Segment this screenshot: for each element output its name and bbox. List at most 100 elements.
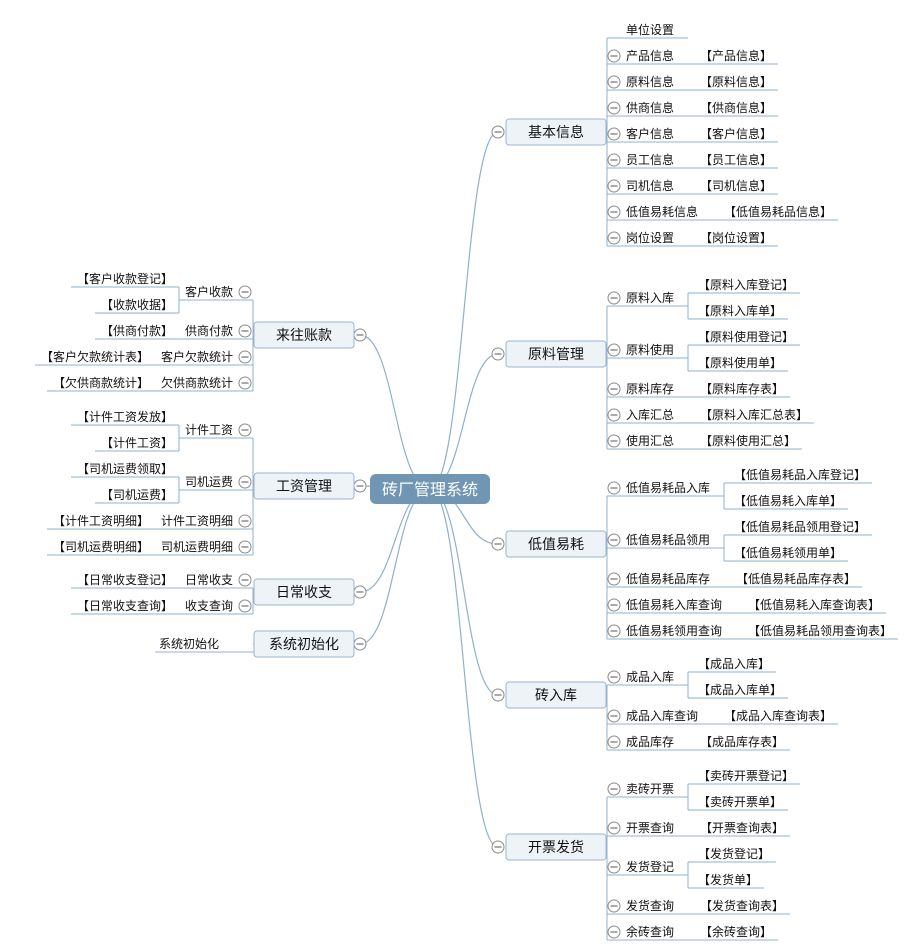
sub-item[interactable]: 司机运费 (185, 475, 233, 489)
sub-item[interactable]: 日常收支 (185, 573, 233, 587)
sub-item[interactable]: 发货查询 (626, 898, 674, 913)
leaf-item[interactable]: 【供商付款】 (101, 323, 173, 338)
leaf-item[interactable]: 【低值易耗品领用查询表】 (748, 623, 892, 638)
collapse-sub-icon[interactable] (238, 573, 252, 587)
collapse-sub-icon[interactable] (238, 475, 252, 489)
leaf-item[interactable]: 【余砖查询】 (700, 924, 772, 939)
leaf-item[interactable]: 【欠供商款统计】 (53, 375, 149, 390)
leaf-item[interactable]: 【岗位设置】 (700, 230, 772, 245)
sub-item[interactable]: 卖砖开票 (626, 781, 674, 796)
collapse-sub-icon[interactable] (607, 434, 621, 448)
leaf-item[interactable]: 【发货单】 (698, 872, 758, 887)
collapse-left-2-icon[interactable] (353, 585, 367, 599)
collapse-2-icon[interactable] (491, 537, 505, 551)
sub-item[interactable]: 原料入库 (626, 290, 674, 305)
leaf-item[interactable]: 【司机运费】 (101, 488, 173, 502)
leaf-item[interactable]: 【原料使用汇总】 (700, 433, 796, 448)
collapse-sub-icon[interactable] (607, 153, 621, 167)
leaf-item[interactable]: 【客户收款登记】 (77, 271, 173, 286)
collapse-sub-icon[interactable] (607, 860, 621, 874)
collapse-left-3-icon[interactable] (353, 637, 367, 651)
collapse-sub-icon[interactable] (607, 624, 621, 638)
leaf-item[interactable]: 【计件工资】 (101, 436, 173, 450)
collapse-left-0-icon[interactable] (353, 328, 367, 342)
leaf-item[interactable]: 【低值易耗入库单】 (734, 493, 842, 508)
sub-item[interactable]: 欠供商款统计 (161, 375, 233, 390)
collapse-sub-icon[interactable] (607, 343, 621, 357)
sub-item[interactable]: 产品信息 (626, 48, 674, 63)
collapse-sub-icon[interactable] (607, 925, 621, 939)
collapse-sub-icon[interactable] (607, 231, 621, 245)
leaf-item[interactable]: 【收款收据】 (101, 298, 173, 312)
sub-item[interactable]: 计件工资 (185, 423, 233, 437)
collapse-sub-icon[interactable] (607, 821, 621, 835)
leaf-item[interactable]: 【日常收支登记】 (77, 572, 173, 587)
collapse-sub-icon[interactable] (238, 324, 252, 338)
sub-item[interactable]: 司机信息 (626, 178, 674, 193)
leaf-item[interactable]: 【低值易耗品信息】 (724, 204, 832, 219)
leaf-item[interactable]: 【计件工资明细】 (53, 514, 149, 528)
collapse-sub-icon[interactable] (607, 408, 621, 422)
leaf-item[interactable]: 【发货查询表】 (700, 898, 784, 913)
collapse-sub-icon[interactable] (607, 709, 621, 723)
collapse-sub-icon[interactable] (607, 481, 621, 495)
leaf-item[interactable]: 【原料入库汇总表】 (700, 407, 808, 422)
sub-item[interactable]: 客户信息 (626, 126, 674, 141)
leaf-item[interactable]: 【原料库存表】 (700, 381, 784, 396)
leaf-item[interactable]: 【低值易耗品领用登记】 (734, 519, 866, 534)
collapse-sub-icon[interactable] (607, 598, 621, 612)
leaf-item[interactable]: 【客户信息】 (700, 126, 772, 141)
collapse-sub-icon[interactable] (607, 101, 621, 115)
collapse-3-icon[interactable] (491, 688, 505, 702)
sub-item[interactable]: 客户欠款统计 (161, 349, 233, 364)
collapse-sub-icon[interactable] (238, 540, 252, 554)
sub-item[interactable]: 系统初始化 (159, 637, 219, 651)
sub-item[interactable]: 单位设置 (626, 22, 674, 37)
leaf-item[interactable]: 【成品入库查询表】 (724, 708, 832, 723)
collapse-sub-icon[interactable] (607, 205, 621, 219)
leaf-item[interactable]: 【原料入库单】 (698, 303, 782, 318)
collapse-sub-icon[interactable] (238, 285, 252, 299)
sub-item[interactable]: 员工信息 (626, 152, 674, 167)
leaf-item[interactable]: 【原料使用单】 (698, 355, 782, 370)
collapse-sub-icon[interactable] (607, 179, 621, 193)
collapse-sub-icon[interactable] (238, 350, 252, 364)
sub-item[interactable]: 司机运费明细 (161, 540, 233, 554)
branch-0[interactable]: 基本信息 (505, 118, 607, 146)
collapse-sub-icon[interactable] (238, 376, 252, 390)
collapse-4-icon[interactable] (491, 840, 505, 854)
sub-item[interactable]: 低值易耗信息 (626, 204, 698, 219)
sub-item[interactable]: 低值易耗领用查询 (626, 623, 722, 638)
leaf-item[interactable]: 【低值易耗品库存表】 (736, 571, 856, 586)
sub-item[interactable]: 原料使用 (626, 342, 674, 357)
sub-item[interactable]: 成品入库查询 (626, 708, 698, 723)
leaf-item[interactable]: 【供商信息】 (700, 100, 772, 115)
collapse-sub-icon[interactable] (607, 782, 621, 796)
sub-item[interactable]: 低值易耗品库存 (626, 571, 710, 586)
collapse-sub-icon[interactable] (607, 291, 621, 305)
leaf-item[interactable]: 【员工信息】 (700, 152, 772, 167)
branch-1[interactable]: 原料管理 (505, 340, 607, 368)
sub-item[interactable]: 低值易耗品领用 (626, 532, 710, 547)
leaf-item[interactable]: 【发货登记】 (698, 846, 770, 861)
leaf-item[interactable]: 【客户欠款统计表】 (41, 349, 149, 364)
leaf-item[interactable]: 【原料使用登记】 (698, 329, 794, 344)
sub-item[interactable]: 岗位设置 (626, 230, 674, 245)
leaf-item[interactable]: 【开票查询表】 (700, 821, 784, 835)
collapse-sub-icon[interactable] (607, 735, 621, 749)
sub-item[interactable]: 客户收款 (185, 284, 233, 299)
collapse-sub-icon[interactable] (238, 423, 252, 437)
sub-item[interactable]: 使用汇总 (626, 433, 674, 448)
collapse-sub-icon[interactable] (607, 75, 621, 89)
leaf-item[interactable]: 【卖砖开票登记】 (698, 768, 794, 783)
branch-left-0[interactable]: 来往账款 (253, 321, 355, 349)
collapse-0-icon[interactable] (491, 125, 505, 139)
collapse-sub-icon[interactable] (607, 670, 621, 684)
leaf-item[interactable]: 【低值易耗入库查询表】 (748, 597, 880, 612)
collapse-sub-icon[interactable] (607, 49, 621, 63)
sub-item[interactable]: 成品入库 (626, 669, 674, 684)
leaf-item[interactable]: 【产品信息】 (700, 48, 772, 63)
leaf-item[interactable]: 【原料入库登记】 (698, 277, 794, 292)
branch-4[interactable]: 开票发货 (505, 833, 607, 861)
branch-left-1[interactable]: 工资管理 (253, 472, 355, 500)
